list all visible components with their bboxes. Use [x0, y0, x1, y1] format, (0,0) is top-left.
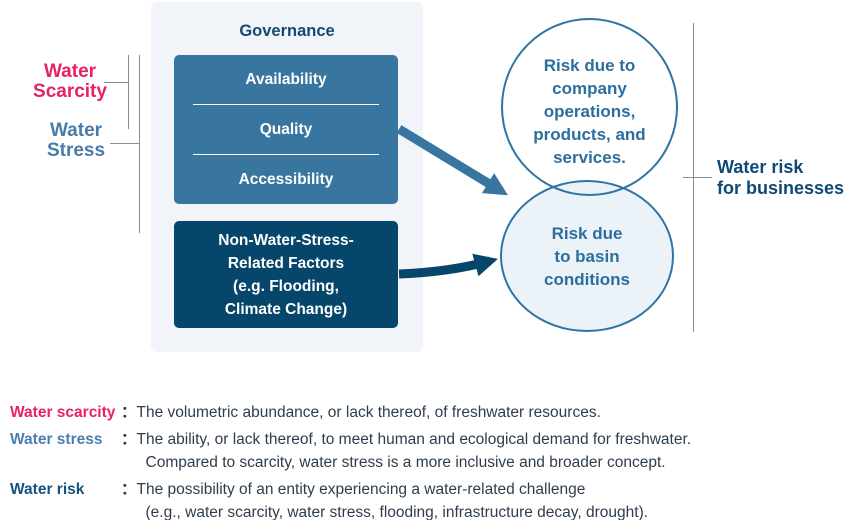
- factor-divider: [193, 154, 379, 155]
- company-risk-circle: Risk due to company operations, products, a…: [501, 18, 678, 196]
- stress-connector-line: [110, 143, 139, 144]
- text-line: Stress: [46, 140, 106, 161]
- factor-divider: [193, 104, 379, 105]
- definitions-list: Water scarcity ： The volumetric abundanc…: [10, 401, 854, 520]
- stress-bracket-line: [139, 55, 140, 233]
- text-line: company: [552, 78, 627, 98]
- text-line: for businesses: [717, 177, 845, 198]
- text-line: Compared to scarcity, water stress is a …: [145, 454, 666, 471]
- text-line: Risk due: [551, 223, 623, 243]
- text-line: Water risk: [717, 157, 804, 177]
- company-risk-text: Risk due to company operations, products, a…: [533, 46, 645, 169]
- text-line: Climate Change): [224, 300, 348, 318]
- text-line: Non-Water-Stress-: [218, 231, 354, 249]
- factor-accessibility: Accessibility: [238, 170, 334, 188]
- text-line: (e.g. Flooding,: [233, 277, 339, 295]
- text-line: Risk due to: [543, 55, 636, 75]
- text-line: The volumetric abundance, or lack thereo…: [136, 404, 601, 421]
- scarcity-connector-line: [104, 82, 128, 83]
- text-line: (e.g., water scarcity, water stress, flo…: [145, 504, 649, 520]
- text-line: The ability, or lack thereof, to meet hu…: [136, 431, 692, 448]
- text-line: The possibility of an entity experiencin…: [136, 481, 586, 498]
- text-line: Scarcity: [33, 81, 107, 102]
- scarcity-bracket-line: [128, 55, 129, 129]
- definition-term: Water risk: [10, 481, 85, 498]
- definition-term: Water scarcity: [10, 404, 116, 421]
- non-water-stress-factors-box: Non-Water-Stress- Related Factors (e.g. Fl…: [174, 221, 398, 328]
- definition-colon: ：: [121, 404, 137, 421]
- factor-availability: Availability: [245, 70, 327, 88]
- definition-water-risk: Water risk ： The possibility of an entit…: [10, 478, 854, 520]
- definition-water-scarcity: Water scarcity ： The volumetric abundanc…: [10, 401, 854, 424]
- text-line: to basin: [554, 246, 620, 266]
- definition-water-stress: Water stress ： The ability, or lack ther…: [10, 428, 854, 474]
- definition-colon: ：: [121, 481, 137, 498]
- definition-term: Water stress: [10, 431, 103, 448]
- text-line: conditions: [544, 269, 630, 289]
- definition-text: The possibility of an entity experiencin…: [137, 478, 854, 520]
- factor-quality: Quality: [259, 120, 313, 138]
- text-line: operations,: [543, 101, 636, 121]
- definition-text: The volumetric abundance, or lack thereo…: [137, 401, 854, 424]
- governance-title: Governance: [239, 22, 335, 40]
- text-line: Water: [49, 120, 103, 141]
- basin-risk-text: Risk due to basin conditions: [544, 222, 630, 291]
- text-line: services.: [553, 147, 626, 167]
- text-line: Water: [43, 61, 97, 82]
- water-stress-factors-box: Availability Quality Accessibility: [174, 55, 398, 204]
- text-line: products, and: [533, 124, 646, 144]
- water-risk-connector-line: [683, 177, 712, 178]
- definition-colon: ：: [121, 431, 137, 448]
- definition-text: The ability, or lack thereof, to meet hu…: [137, 428, 854, 474]
- basin-risk-circle: Risk due to basin conditions: [500, 180, 674, 332]
- text-line: Related Factors: [227, 254, 345, 272]
